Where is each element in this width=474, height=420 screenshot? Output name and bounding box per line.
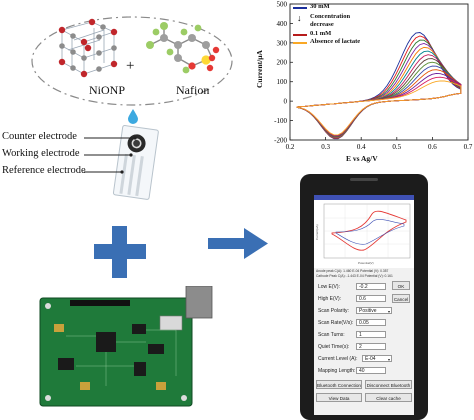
counter-electrode-label: Counter electrode — [2, 131, 77, 142]
x-tick-label: 0.3 — [321, 143, 330, 151]
screen-printed-electrode-icon — [112, 125, 159, 200]
legend-30mm: 30 mM — [310, 3, 330, 10]
potentiostat-pcb — [39, 286, 213, 407]
electrode-leader-lines — [84, 136, 137, 174]
nafion-molecule-icon — [146, 22, 220, 74]
speaker-icon — [350, 178, 378, 181]
y-tick-label: -200 — [274, 136, 287, 144]
y-tick-label: -100 — [274, 117, 287, 125]
mini-cv-plot — [314, 200, 414, 268]
status-bar — [314, 195, 414, 200]
high-e-input[interactable]: 0.6 — [356, 295, 386, 302]
droplet-icon — [128, 109, 138, 124]
scan-polarity-value: Positive — [359, 308, 377, 314]
right-arrow-icon — [208, 228, 268, 259]
y-tick-label: 400 — [277, 20, 288, 28]
nafion-label: Nafion — [176, 83, 210, 97]
legend-absence: Absence of lactate — [310, 38, 361, 45]
current-level-label: Current Level (A): — [318, 356, 358, 362]
legend-swatch-absence — [293, 42, 307, 44]
bluetooth-connection-button[interactable]: Bluetooth Connection — [316, 380, 362, 389]
low-e-label: Low E(V): — [318, 284, 340, 290]
nio-label: NiONP — [89, 83, 126, 97]
quiet-time-input[interactable]: 2 — [356, 343, 386, 350]
legend-01mm: 0.1 mM — [310, 30, 332, 37]
mapping-length-input[interactable]: 40 — [356, 367, 386, 374]
ok-button[interactable]: OK — [392, 281, 410, 290]
chevron-down-icon: ▾ — [387, 309, 390, 314]
x-tick-label: 0.5 — [392, 143, 401, 151]
mini-cv-curve-blue — [335, 219, 405, 245]
smartphone: Current(uA) Potential(V) Anode peak C(A)… — [300, 174, 428, 420]
cv-ylabel: Current/μA — [255, 50, 264, 88]
dashed-ellipse — [31, 16, 233, 106]
clear-cache-button[interactable]: Clear cache — [365, 393, 412, 402]
scan-polarity-label: Scan Polarity: — [318, 308, 349, 314]
legend-concentration: Concentration decrease — [310, 13, 351, 28]
mini-plot-ylabel: Current(uA) — [315, 224, 319, 240]
mini-plot-xlabel: Potential(V) — [358, 261, 374, 265]
chip-icon — [96, 332, 116, 352]
legend-swatch-01mm — [293, 34, 307, 36]
x-tick-label: 0.6 — [428, 143, 437, 151]
pin-header-icon — [70, 300, 130, 306]
plot-frame — [289, 3, 469, 141]
cancel-button[interactable]: Cancel — [392, 294, 410, 303]
chevron-down-icon: ▾ — [387, 357, 390, 362]
nio-crystal-icon — [58, 18, 118, 78]
y-tick-label: 300 — [277, 39, 288, 47]
connector-block-icon — [185, 286, 213, 319]
view-data-button[interactable]: View Data — [316, 393, 362, 402]
working-electrode-label: Working electrode — [2, 148, 80, 159]
legend-swatch-30mm — [293, 7, 307, 9]
phone-screen: Current(uA) Potential(V) Anode peak C(A)… — [314, 195, 414, 415]
down-arrow-icon: ↓ — [297, 13, 302, 23]
quiet-time-label: Quiet Time(s): — [318, 344, 350, 350]
mapping-length-label: Mapping Length: — [318, 368, 356, 374]
anodic-peak-text: Anode peak C(A): 1.460 E-04 Potential (V… — [316, 269, 389, 273]
cv-xlabel: E vs Ag/V — [346, 154, 378, 163]
disconnect-bluetooth-button[interactable]: Disconnect Bluetooth — [365, 380, 412, 389]
reference-electrode-label: Reference electrode — [2, 165, 86, 176]
plus-icon — [94, 226, 146, 278]
low-e-input[interactable]: -0.2 — [356, 283, 386, 290]
mini-cv-curve-red — [331, 210, 407, 251]
y-tick-label: 100 — [277, 78, 288, 86]
scan-turns-input[interactable]: 1 — [356, 331, 386, 338]
plus-sign: + — [126, 58, 135, 74]
y-tick-label: 0 — [284, 98, 288, 106]
scan-rate-label: Scan Rate(V/s): — [318, 320, 354, 326]
y-tick-label: 200 — [277, 59, 288, 67]
x-tick-label: 0.4 — [357, 143, 366, 151]
cathodic-peak-text: Cathode Peak C(A): -1.443 E-04 Potential… — [316, 274, 393, 278]
high-e-label: High E(V): — [318, 296, 342, 302]
x-tick-label: 0.2 — [286, 143, 295, 151]
scan-polarity-select[interactable]: Positive ▾ — [356, 307, 392, 314]
x-tick-label: 0.7 — [464, 143, 473, 151]
current-level-value: E-04 — [365, 356, 376, 362]
current-level-select[interactable]: E-04 ▾ — [362, 355, 392, 362]
y-tick-label: 500 — [277, 0, 288, 8]
cv-series-line — [296, 80, 462, 136]
nanocomposite-panel — [31, 16, 233, 106]
scan-turns-label: Scan Turns: — [318, 332, 345, 338]
cv-chart: 0.2 0.3 0.4 0.5 0.6 0.7 -200 -100 0 100 200 300 400 5… — [274, 0, 473, 151]
scan-rate-input[interactable]: 0.05 — [356, 319, 386, 326]
